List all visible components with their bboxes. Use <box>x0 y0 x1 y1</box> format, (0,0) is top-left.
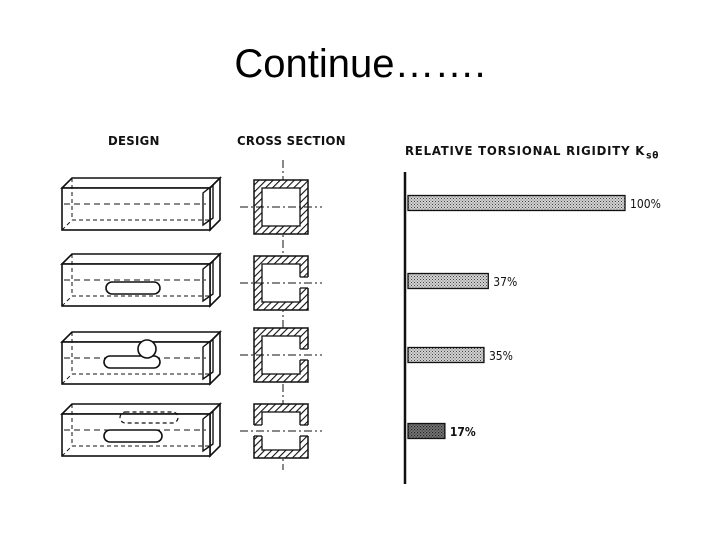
tube-design-1 <box>60 176 222 232</box>
tube-design-2 <box>60 252 222 308</box>
cross-section-4 <box>240 403 322 459</box>
cross-section-2 <box>240 255 322 311</box>
bar-4 <box>407 422 446 440</box>
chart-title-subscript: sθ <box>646 151 660 162</box>
slot-front <box>103 355 161 369</box>
cross-section-3 <box>240 327 322 383</box>
chart-title: RELATIVE TORSIONAL RIGIDITY Ksθ <box>405 144 659 161</box>
hole-top <box>137 339 157 359</box>
chart-title-symbol: K <box>635 144 646 159</box>
chart-title-text: RELATIVE TORSIONAL RIGIDITY <box>405 144 631 159</box>
cross-section-column-header: CROSS SECTION <box>237 134 346 149</box>
slot-back-hidden <box>119 411 179 424</box>
bar-1 <box>407 194 626 212</box>
design-column-header: DESIGN <box>108 134 160 149</box>
bar-label-3: 35% <box>489 349 513 363</box>
bar-3 <box>407 346 485 364</box>
bar-2 <box>407 272 489 290</box>
slot-front <box>105 281 161 295</box>
slot-front <box>103 429 163 443</box>
tube-design-3 <box>60 330 222 386</box>
chart-bars: 100% 37% 35% 17% <box>407 194 661 440</box>
tube-design-4 <box>60 402 222 458</box>
bar-label-4: 17% <box>450 425 476 439</box>
cross-section-1 <box>240 179 322 235</box>
bar-label-2: 37% <box>493 275 517 289</box>
slide-title: Continue……. <box>234 42 486 86</box>
bar-label-1: 100% <box>630 197 661 211</box>
